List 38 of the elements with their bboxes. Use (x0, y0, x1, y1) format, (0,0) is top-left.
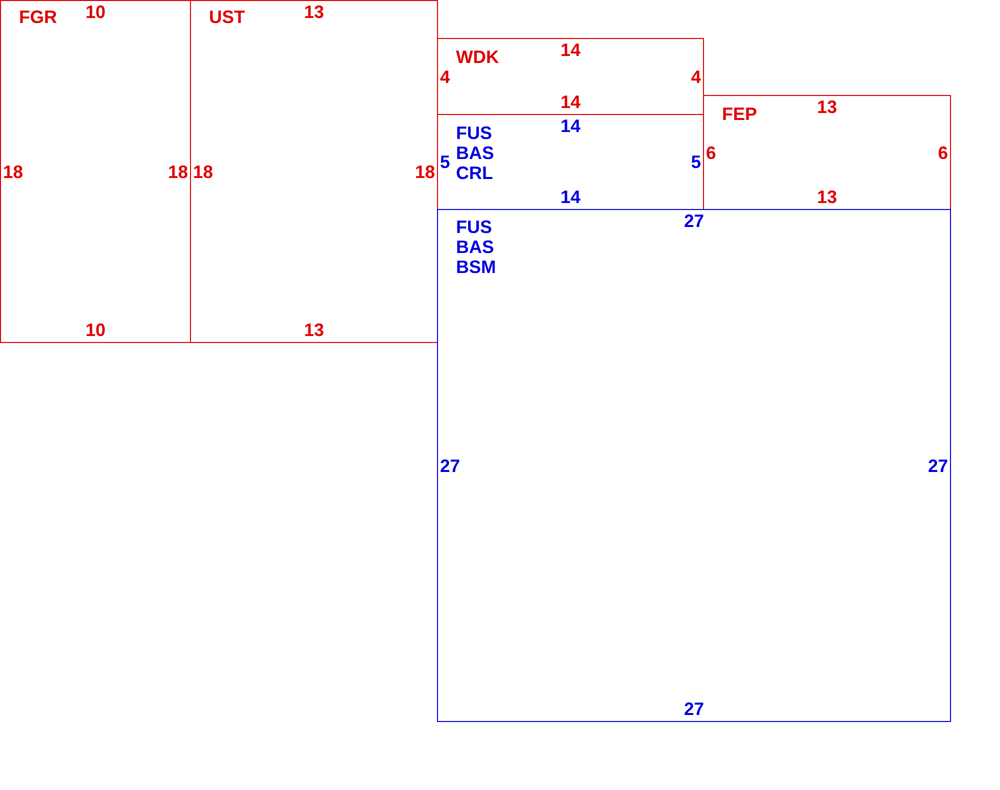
dimension-label: 5 (691, 153, 702, 171)
dimension-label: 5 (440, 153, 450, 171)
box-label: BAS (456, 237, 494, 257)
dimension-label: 13 (304, 3, 324, 21)
dimension-label: 6 (938, 144, 948, 162)
dimension-label: 13 (817, 98, 838, 116)
layout-rectangle (0, 0, 191, 343)
box-label: CRL (456, 163, 493, 183)
box-label: FUS (456, 217, 492, 237)
box-label: BAS (456, 143, 494, 163)
dimension-label: 14 (560, 117, 581, 135)
dimension-label: 10 (86, 3, 106, 21)
box-label: FEP (722, 104, 758, 124)
dimension-label: 18 (415, 162, 436, 180)
box-label: UST (209, 7, 245, 27)
layout-rectangle (437, 209, 951, 722)
layout-rectangle (703, 95, 951, 210)
dimension-label: 27 (684, 212, 704, 230)
dimension-label: 4 (440, 68, 450, 86)
box-label: FGR (19, 7, 57, 27)
dimension-label: 6 (706, 144, 716, 162)
box-label: BSM (456, 257, 496, 277)
dimension-label: 18 (193, 162, 214, 180)
dimension-label: 27 (684, 700, 704, 718)
box-label: WDK (456, 47, 499, 67)
dimension-label: 4 (691, 68, 702, 86)
dimension-label: 27 (440, 456, 460, 474)
dimension-label: 27 (928, 456, 948, 474)
dimension-label: 14 (560, 188, 581, 206)
dimension-label: 18 (168, 162, 188, 180)
layout-rectangle (190, 0, 438, 343)
dimension-label: 13 (817, 188, 838, 206)
dimension-label: 14 (560, 93, 581, 111)
dimension-label: 13 (304, 321, 324, 339)
dimension-label: 18 (3, 162, 24, 180)
box-label: FUS (456, 123, 492, 143)
dimension-label: 14 (560, 41, 581, 59)
dimension-label: 10 (86, 321, 106, 339)
